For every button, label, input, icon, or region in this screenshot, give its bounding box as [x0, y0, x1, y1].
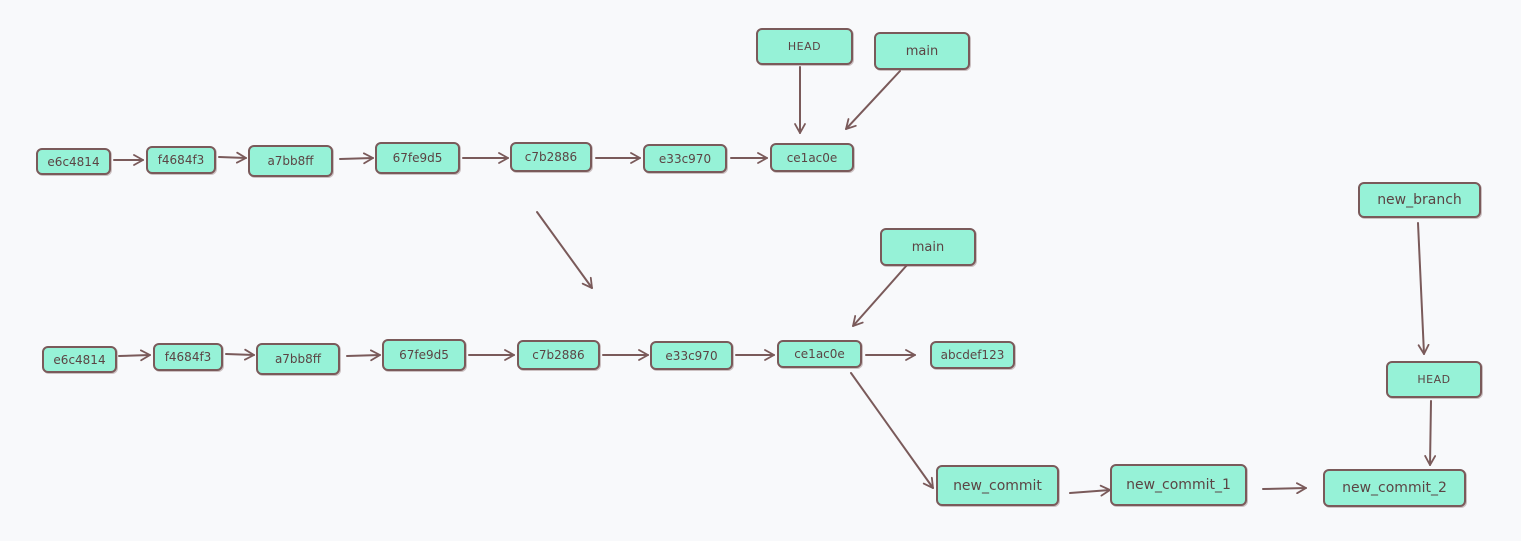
new-commit-node: new_commit_1 — [1110, 464, 1247, 506]
head-pointer: HEAD — [756, 28, 853, 65]
arrow-transition — [536, 211, 593, 289]
arrow-main-bottom — [852, 264, 908, 327]
arrow-new-1 — [1069, 484, 1111, 497]
arrow-new-2 — [1262, 482, 1307, 495]
commit-node: ce1ac0e — [777, 340, 862, 368]
commit-node: e6c4814 — [36, 148, 111, 175]
commit-node: e33c970 — [643, 144, 727, 173]
head-pointer: HEAD — [1386, 361, 1482, 398]
new-commit-node: new_commit — [936, 465, 1059, 506]
commit-node: f4684f3 — [146, 146, 216, 174]
arrow-bottom-3 — [346, 349, 381, 362]
arrow-bottom-1 — [118, 349, 151, 362]
commit-node: 67fe9d5 — [382, 339, 466, 371]
commit-node: 67fe9d5 — [375, 142, 460, 174]
arrow-top-3 — [339, 152, 374, 165]
commit-node: e6c4814 — [42, 346, 117, 373]
arrow-main-top — [845, 70, 901, 130]
new-commit-node: new_commit_2 — [1323, 469, 1466, 507]
commit-node: c7b2886 — [517, 340, 600, 370]
commit-node: a7bb8ff — [256, 343, 340, 375]
arrow-new-branch — [1417, 222, 1430, 355]
commit-node: e33c970 — [650, 341, 733, 370]
commit-node: abcdef123 — [930, 341, 1015, 369]
branch-pointer-main: main — [880, 228, 976, 266]
commit-node: a7bb8ff — [248, 145, 333, 177]
commit-node: ce1ac0e — [770, 143, 854, 172]
branch-pointer-new-branch: new_branch — [1358, 182, 1481, 218]
branch-pointer-main: main — [874, 32, 970, 70]
arrow-head-bottom — [1424, 400, 1437, 466]
commit-node: f4684f3 — [153, 343, 223, 371]
commit-node: c7b2886 — [510, 142, 592, 172]
arrow-branch — [850, 372, 934, 489]
arrow-top-2 — [218, 151, 247, 164]
arrow-bottom-2 — [225, 348, 255, 361]
